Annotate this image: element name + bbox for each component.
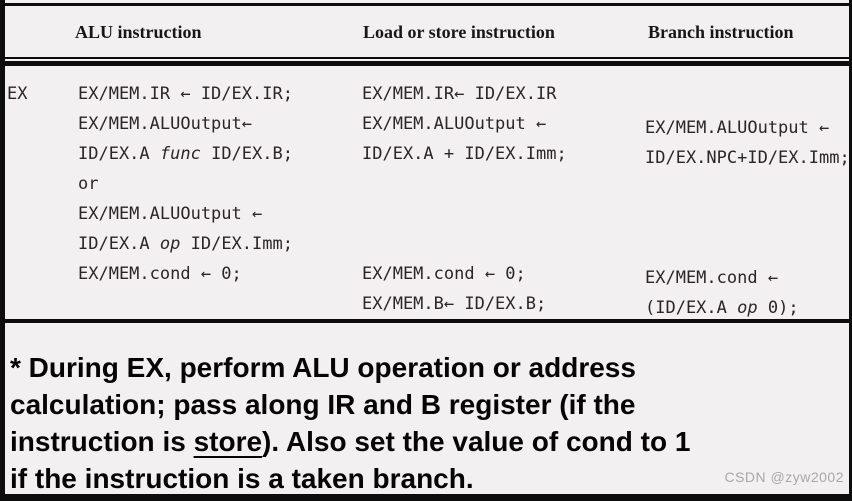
code-line: ID/EX.A op ID/EX.Imm; <box>78 234 293 254</box>
code-line: EX/MEM.cond ← 0; <box>362 264 526 284</box>
note-text: * During EX, perform ALU operation or ad… <box>10 349 842 497</box>
bottom-edge-bar <box>0 494 852 501</box>
note-line: calculation; pass along IR and B registe… <box>10 389 636 420</box>
code-line: ID/EX.NPC+ID/EX.Imm; <box>645 148 850 168</box>
code-line: ID/EX.A func ID/EX.B; <box>78 144 293 164</box>
code-line: EX/MEM.cond ← <box>645 268 779 288</box>
code-line: ID/EX.A + ID/EX.Imm; <box>362 144 567 164</box>
code-line: EX/MEM.ALUOutput← <box>78 114 252 134</box>
row-label-ex: EX <box>7 84 28 104</box>
right-border-rule <box>849 0 852 501</box>
code-line <box>645 203 851 233</box>
code-line: EX/MEM.IR← ID/EX.IR <box>362 84 557 104</box>
header-separator-rule-thin <box>0 57 852 59</box>
code-line: EX/MEM.ALUOutput ← <box>645 118 830 138</box>
code-line: EX/MEM.cond ← 0; <box>78 264 242 284</box>
note-line: * During EX, perform ALU operation or ad… <box>10 352 636 383</box>
watermark: CSDN @zyw2002 <box>724 469 844 485</box>
column-header-alu: ALU instruction <box>75 22 202 42</box>
left-border-rule <box>0 0 5 501</box>
note-line: if the instruction is a taken branch. <box>10 463 474 494</box>
code-line <box>362 199 652 229</box>
code-line: (ID/EX.A op 0); <box>645 298 799 318</box>
column-header-load-store: Load or store instruction <box>363 22 555 42</box>
code-line <box>645 83 851 113</box>
code-line: EX/MEM.B← ID/EX.B; <box>362 294 547 314</box>
header-separator-rule-thick <box>0 61 852 66</box>
column-header-branch: Branch instruction <box>648 22 794 42</box>
code-line <box>645 173 851 203</box>
code-line <box>362 169 652 199</box>
code-line <box>362 229 652 259</box>
code-line <box>645 233 851 263</box>
table-column-alu: EX/MEM.IR ← ID/EX.IR; EX/MEM.ALUOutput← ID… <box>78 79 368 319</box>
code-line: or <box>78 174 99 194</box>
table-column-load-store: EX/MEM.IR← ID/EX.IR EX/MEM.ALUOutput ← ID/… <box>362 79 652 319</box>
code-line: EX/MEM.IR ← ID/EX.IR; <box>78 84 293 104</box>
code-line <box>78 289 368 319</box>
table-bottom-rule <box>0 319 852 323</box>
table-header-row: ALU instruction Load or store instructio… <box>0 22 852 52</box>
note-line: instruction is store). Also set the valu… <box>10 426 691 457</box>
table-column-branch: EX/MEM.ALUOutput ← ID/EX.NPC+ID/EX.Imm; E… <box>645 83 851 323</box>
table-top-rule <box>0 3 852 6</box>
code-line: EX/MEM.ALUOutput ← <box>78 204 263 224</box>
code-line: EX/MEM.ALUOutput ← <box>362 114 547 134</box>
